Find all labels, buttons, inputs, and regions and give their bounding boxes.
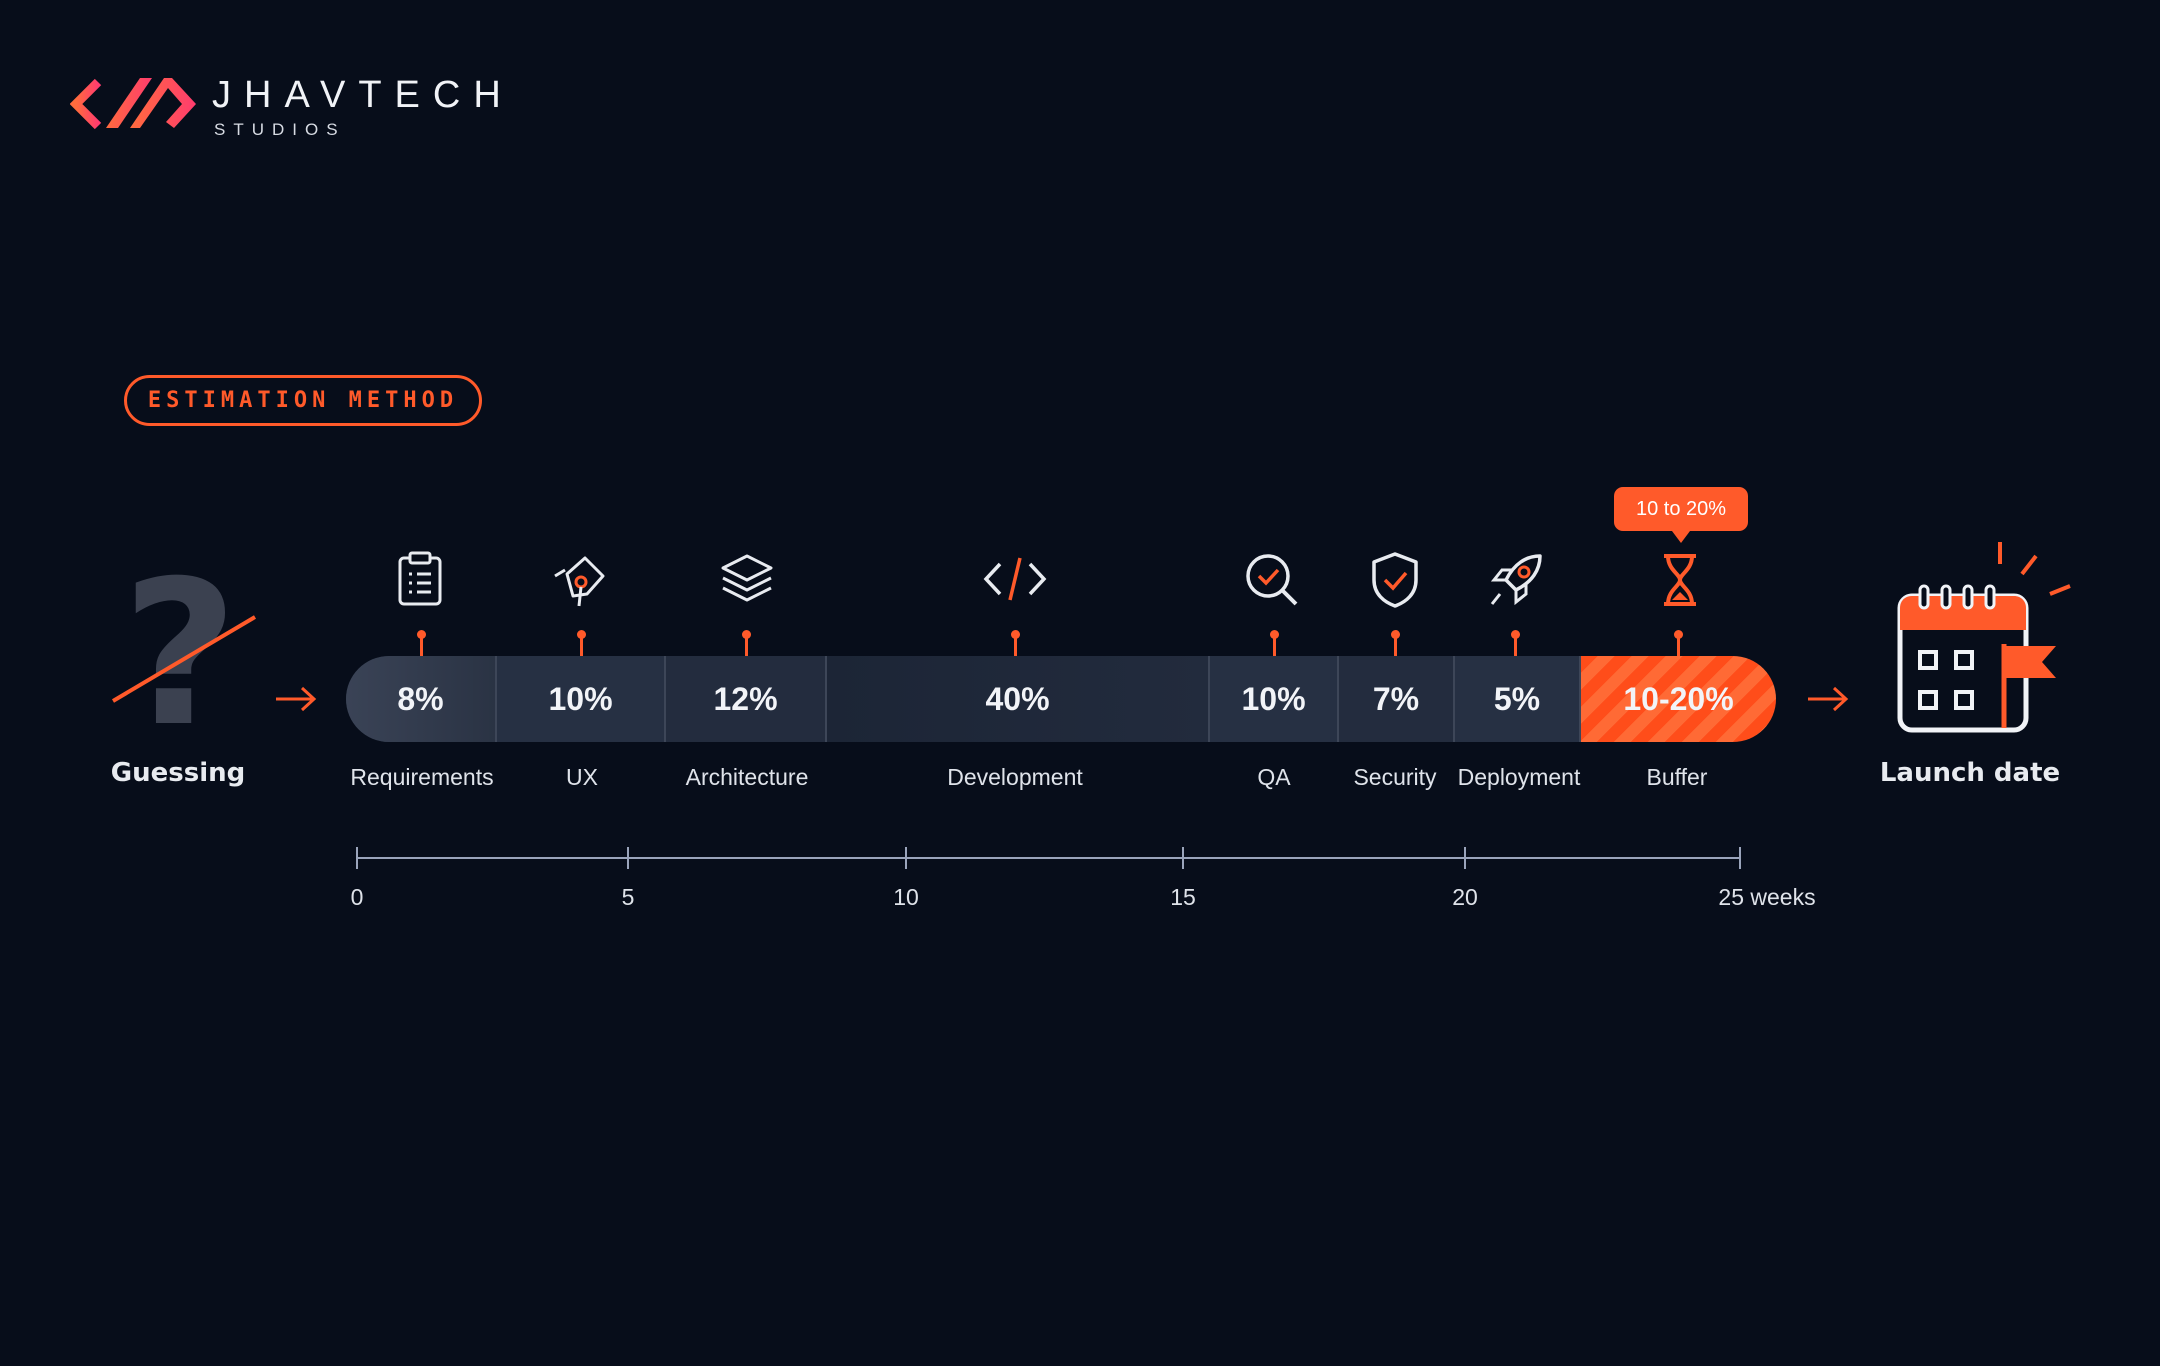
axis-tick xyxy=(1464,847,1466,869)
launch-date-label: Launch date xyxy=(1879,758,2061,788)
segment-development: 40% xyxy=(827,656,1210,742)
segment-ux: 10% xyxy=(497,656,666,742)
magnifier-check-icon xyxy=(1246,554,1298,606)
segment-security: 7% xyxy=(1339,656,1455,742)
arrow-right-icon xyxy=(276,686,317,712)
phase-bar: 8% 10% 12% 40% 10% 7% 5% 10-20% xyxy=(346,656,1776,742)
segment-buffer: 10-20% xyxy=(1581,656,1776,742)
axis-label-20: 20 xyxy=(1452,884,1478,910)
logo-mark-icon xyxy=(70,78,196,130)
phase-label-architecture: Architecture xyxy=(685,764,809,790)
arrow-right-icon xyxy=(1808,686,1849,712)
phase-label-development: Development xyxy=(947,764,1083,790)
hourglass-icon xyxy=(1664,554,1696,606)
calendar-flag-icon xyxy=(1897,542,2071,733)
pin-line xyxy=(420,634,423,656)
axis-label-0: 0 xyxy=(350,884,364,910)
rocket-icon xyxy=(1490,554,1542,606)
pin-line xyxy=(1514,634,1517,656)
segment-qa: 10% xyxy=(1210,656,1339,742)
pin-line xyxy=(580,634,583,656)
code-icon xyxy=(983,557,1047,601)
axis-tick xyxy=(1739,847,1741,869)
axis-label-25-weeks: 25 weeks xyxy=(1718,884,1816,910)
pin-line xyxy=(745,634,748,656)
jhavtech-logo: JHAVTECH STUDIOS xyxy=(70,70,501,140)
pen-tool-icon xyxy=(554,556,605,607)
axis-tick xyxy=(1182,847,1184,869)
brand-subtitle: STUDIOS xyxy=(214,120,346,139)
buffer-tooltip: 10 to 20% xyxy=(1614,487,1748,543)
phase-label-security: Security xyxy=(1353,764,1437,790)
axis-tick xyxy=(905,847,907,869)
axis-label-5: 5 xyxy=(621,884,635,910)
layers-icon xyxy=(721,554,773,602)
guessing-label: Guessing xyxy=(110,758,246,788)
strike-through-icon xyxy=(111,615,257,703)
axis-label-10: 10 xyxy=(893,884,919,910)
shield-check-icon xyxy=(1372,552,1418,608)
axis-tick xyxy=(627,847,629,869)
segment-architecture: 12% xyxy=(666,656,827,742)
phase-label-requirements: Requirements xyxy=(350,764,494,790)
phase-label-ux: UX xyxy=(566,764,598,790)
axis-tick xyxy=(356,847,358,869)
axis-label-15: 15 xyxy=(1170,884,1196,910)
estimation-method-badge: ESTIMATION METHOD xyxy=(124,375,482,426)
phase-label-qa: QA xyxy=(1257,764,1291,790)
pin-line xyxy=(1394,634,1397,656)
brand-name: JHAVTECH xyxy=(212,74,514,116)
question-mark-icon: ? xyxy=(121,538,238,771)
clipboard-icon xyxy=(398,551,442,606)
pin-line xyxy=(1014,634,1017,656)
phase-label-deployment: Deployment xyxy=(1457,764,1581,790)
week-axis xyxy=(356,857,1741,859)
pin-line xyxy=(1273,634,1276,656)
pin-line xyxy=(1677,634,1680,656)
segment-requirements: 8% xyxy=(346,656,497,742)
segment-deployment: 5% xyxy=(1455,656,1581,742)
phase-label-buffer: Buffer xyxy=(1646,764,1708,790)
